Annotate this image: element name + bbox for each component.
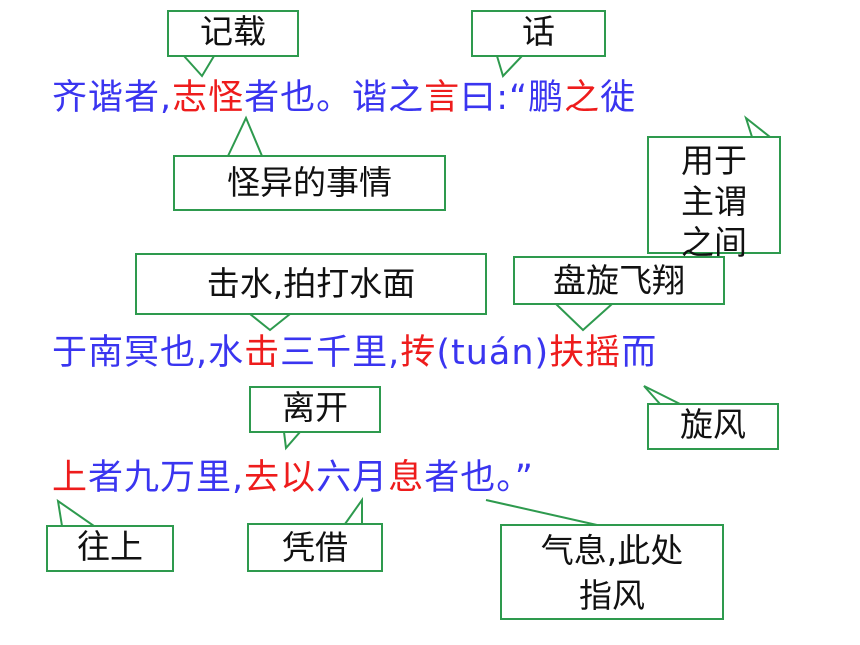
- text-segment-highlight: 志怪: [172, 78, 245, 118]
- callout-wangshang: 往上: [46, 525, 174, 572]
- tail-qixi: [485, 499, 598, 526]
- callout-pingjie: 凭借: [247, 523, 383, 572]
- callout-jizai: 记载: [167, 10, 299, 57]
- text-segment: 徙: [600, 78, 637, 118]
- text-segment-highlight: 去以: [244, 458, 317, 498]
- text-line-2: 于南冥也,水击三千里,抟(tuán)扶摇而: [52, 331, 657, 375]
- text-segment: 六月: [316, 458, 389, 498]
- text-line-1: 齐谐者,志怪者也。谐之言曰:“鹏之徙: [52, 76, 636, 120]
- text-segment-highlight: 扶摇: [549, 333, 622, 373]
- tail-zhuwei: [744, 115, 773, 138]
- tail-panxuan: [553, 303, 615, 332]
- text-segment: (tuán): [436, 333, 550, 373]
- callout-panxuan: 盘旋飞翔: [513, 256, 725, 305]
- tail-jizai: [181, 55, 216, 78]
- tail-guaiyi: [226, 115, 264, 157]
- text-segment: 者九万里,: [88, 458, 245, 498]
- callout-hua: 话: [471, 10, 606, 57]
- text-segment: 于南冥也,水: [52, 333, 245, 373]
- text-segment: 者也。谐之: [244, 78, 425, 118]
- text-segment-highlight: 上: [52, 458, 89, 498]
- text-segment-highlight: 抟: [400, 333, 437, 373]
- text-line-3: 上者九万里,去以六月息者也。”: [52, 456, 534, 500]
- tail-wangshang: [56, 498, 98, 527]
- text-segment-highlight: 之: [564, 78, 601, 118]
- text-segment-highlight: 击: [244, 333, 281, 373]
- text-segment: 三千里,: [280, 333, 401, 373]
- callout-qixi: 气息,此处指风: [500, 524, 724, 620]
- text-segment: 者也。”: [424, 458, 534, 498]
- text-segment-highlight: 言: [424, 78, 461, 118]
- callout-zhuwei: 用于主谓之间: [647, 136, 781, 262]
- callout-guaiyi: 怪异的事情: [173, 155, 446, 211]
- tail-hua: [495, 55, 525, 78]
- text-segment: 齐谐者,: [52, 78, 173, 118]
- callout-jishui: 击水,拍打水面: [135, 253, 487, 315]
- text-segment-highlight: 息: [388, 458, 425, 498]
- callout-xuanfeng: 旋风: [647, 403, 779, 450]
- callout-likai: 离开: [249, 386, 381, 433]
- tail-jishui: [247, 313, 293, 332]
- text-segment: 曰:“鹏: [460, 78, 565, 118]
- tail-likai: [282, 431, 303, 451]
- text-segment: 而: [621, 333, 658, 373]
- tail-xuanfeng: [643, 385, 681, 405]
- tail-pingjie: [343, 496, 363, 525]
